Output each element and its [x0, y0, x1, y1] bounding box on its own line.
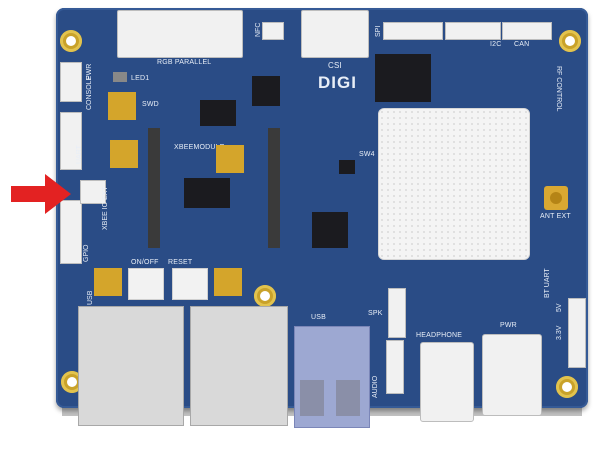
uart-connector: [60, 112, 82, 170]
xbee-module-label: XBEEMODULE: [174, 144, 225, 151]
pad-reset: [214, 268, 242, 296]
xbee-io-ext-label: XBEE IO EXT: [102, 186, 109, 230]
ethernet-jack-left: [78, 306, 184, 426]
audio-connector: [386, 340, 404, 394]
led1-component: [113, 72, 127, 82]
xbee-pad-right: [216, 145, 244, 173]
ant-ext-label: ANT EXT: [540, 213, 571, 220]
gpio-label: GPIO: [83, 244, 90, 262]
mounting-hole-bottom-right: [556, 376, 578, 398]
headphone-jack: [420, 342, 474, 422]
wireless-module-shield: [378, 108, 530, 260]
led1-label: LED1: [131, 75, 150, 82]
rgb-parallel-connector: [117, 10, 243, 58]
processor-chip: [375, 54, 431, 102]
xbee-header-right: [268, 128, 280, 248]
spi-connector: [383, 22, 443, 40]
on-off-button[interactable]: [128, 268, 164, 300]
mounting-hole-top-left: [60, 30, 82, 52]
pwr-right-label: PWR: [500, 322, 517, 329]
spi-label: SPI: [375, 25, 382, 37]
i2c-label: I2C: [490, 41, 502, 48]
pwr-console-connector: [60, 62, 82, 102]
csi-connector: [301, 10, 369, 58]
reset-label: RESET: [168, 259, 193, 266]
rgb-parallel-label: RGB PARALLEL: [157, 59, 212, 66]
mounting-hole-top-right: [559, 30, 581, 52]
headphone-label: HEADPHONE: [416, 332, 463, 339]
spk-label: SPK: [368, 310, 383, 317]
bt-uart-label: BT UART: [544, 268, 551, 298]
usb-port-right: [336, 380, 360, 416]
rf-control-label: RF CONTROL: [555, 66, 562, 112]
swd-label: SWD: [142, 101, 159, 108]
usb-left-label: USB: [87, 290, 94, 305]
antenna-connector: [544, 186, 568, 210]
spk-connector: [388, 288, 406, 338]
usb-center-label: USB: [311, 314, 326, 321]
ethernet-jack-right: [190, 306, 288, 426]
on-off-label: ON/OFF: [131, 259, 159, 266]
ic-chip-center: [312, 212, 348, 248]
digi-logo: DIGI: [318, 73, 357, 92]
ic-chip-square: [252, 76, 280, 106]
reset-button[interactable]: [172, 268, 208, 300]
five-v-label: 5V: [556, 303, 563, 312]
mounting-hole-bottom-left: [61, 371, 83, 393]
ic-chip-top: [200, 100, 236, 126]
sw4-label: SW4: [359, 151, 375, 158]
gpio-connector: [60, 200, 82, 264]
nfc-connector: [262, 22, 284, 40]
uart-left-label: UART: [76, 145, 83, 164]
red-arrow-icon: [11, 174, 71, 214]
swd-pads: [108, 92, 136, 120]
xbee-chip: [184, 178, 230, 208]
can-connector: [502, 22, 552, 40]
power-jack: [482, 334, 542, 416]
i2c-connector: [445, 22, 501, 40]
csi-label: CSI: [328, 61, 342, 70]
xbee-header-left: [148, 128, 160, 248]
pad-on-off: [94, 268, 122, 296]
can-label: CAN: [514, 41, 530, 48]
console-label: CONSOLE: [86, 75, 93, 110]
mounting-hole-center: [254, 285, 276, 307]
sw4-switch: [339, 160, 355, 174]
xbee-pad-left: [110, 140, 138, 168]
usb-port-left: [300, 380, 324, 416]
three-three-v-label: 3.3V: [556, 325, 563, 340]
right-side-connector: [568, 298, 586, 368]
audio-label: AUDIO: [372, 375, 379, 398]
xbee-io-connector: [80, 180, 106, 204]
nfc-label: NFC: [255, 22, 262, 37]
